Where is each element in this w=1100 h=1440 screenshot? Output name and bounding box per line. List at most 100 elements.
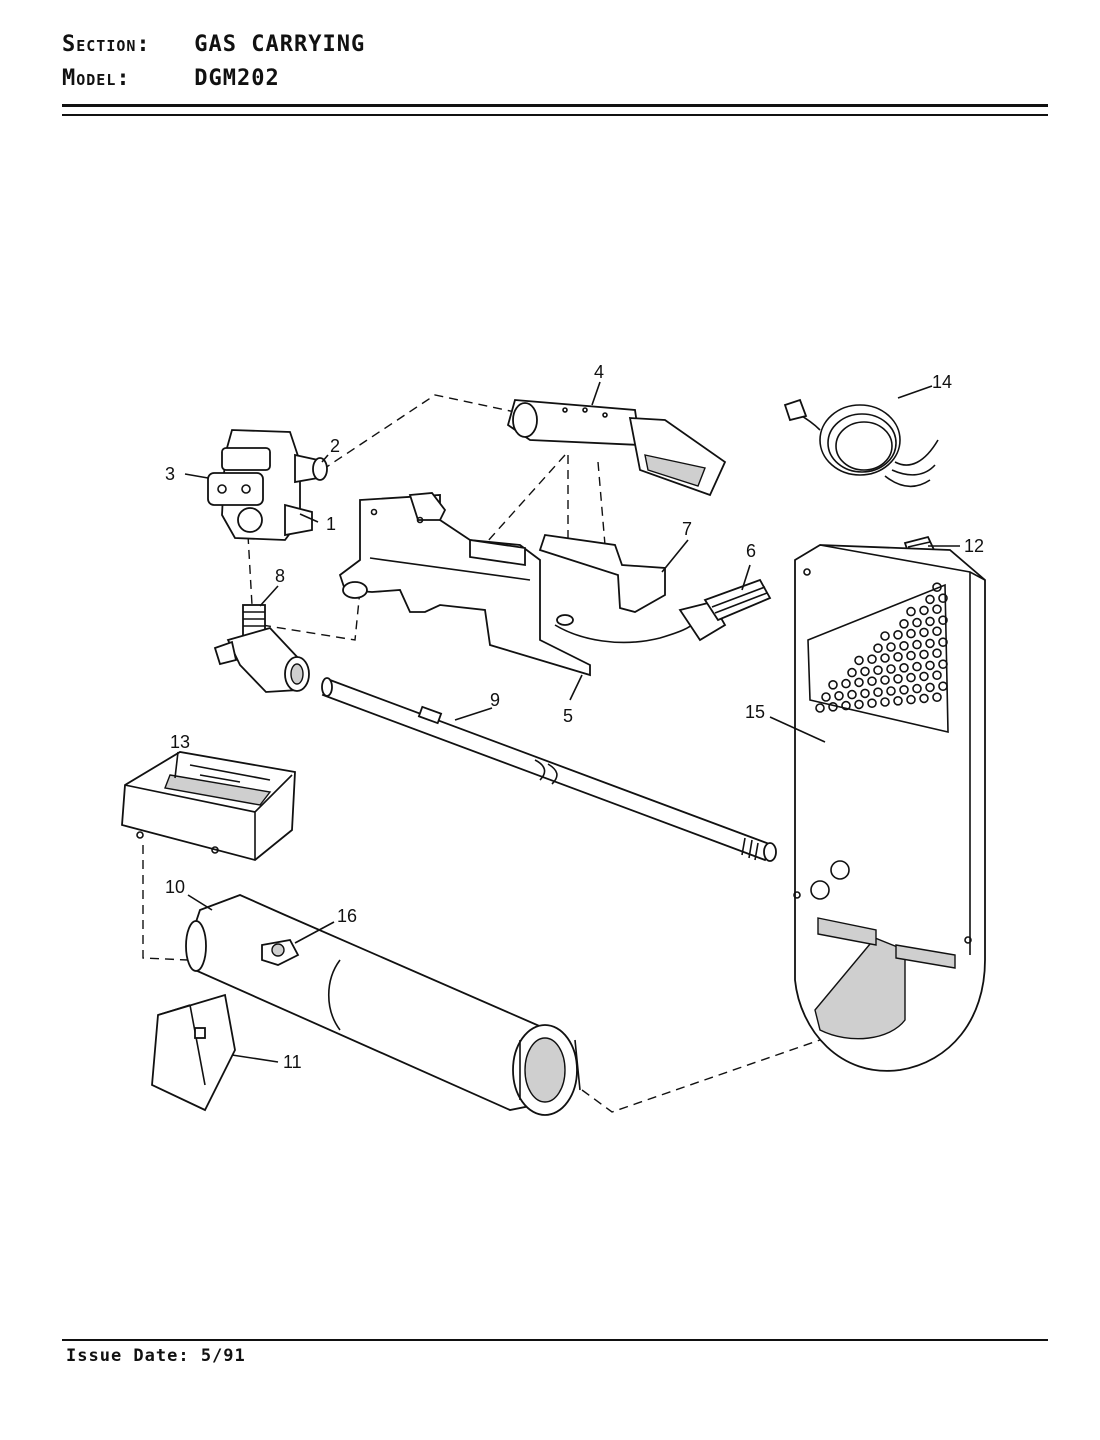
perforation-hole [886,686,896,696]
callout-9: 9 [490,690,500,710]
perforation-hole [880,697,890,707]
assembly-dash-lines [142,394,821,1113]
callout-3: 3 [165,464,175,484]
perforation-hole [886,642,896,652]
perforation-hole [906,672,916,683]
perforation-hole [880,675,890,685]
section-value: GAS CARRYING [194,32,366,57]
perforation-hole [919,649,929,660]
callout-2: 2 [330,436,340,456]
perforation-hole [925,616,935,627]
model-line: Model: DGM202 [62,66,280,91]
callout-11: 11 [283,1052,302,1072]
header-rule-top [62,104,1048,107]
perforation-hole [834,690,844,701]
perforation-hole [873,687,883,698]
burner-orifice-fitting [213,604,310,693]
perforation-hole [841,700,851,711]
section-label: Section: [62,32,151,57]
perforation-hole [880,653,890,663]
callout-5: 5 [563,706,573,726]
perforation-hole [938,615,948,626]
perforation-hole [893,673,903,684]
igniter-plate [538,534,666,613]
perforation-hole [919,693,929,704]
perforation-hole [912,639,922,650]
perforation-hole [925,660,935,671]
perforation-hole [912,683,922,694]
power-cord [783,398,939,488]
perforation-hole [893,629,903,640]
perforation-hole [860,688,870,699]
perforation-hole [841,678,851,689]
perforation-hole [932,604,942,615]
gas-valve [207,429,328,541]
burner-tube [321,677,777,862]
perforation-hole [925,682,935,693]
footer-rule [62,1339,1048,1341]
perforation-hole [899,640,909,651]
perforation-hole [906,606,916,617]
perforation-hole [860,666,870,677]
perforation-hole [880,631,890,641]
perforation-hole [847,667,857,678]
perforation-hole [919,671,929,682]
perforation-hole [847,689,857,700]
perforation-hole [893,651,903,662]
perforation-hole [821,692,831,702]
model-value: DGM202 [194,66,280,91]
perforation-hole [867,698,877,709]
combustion-chamber [185,894,581,1116]
callout-1: 1 [326,514,336,534]
perforation-hole [938,681,948,692]
callout-labels: 1 2 3 4 5 6 7 8 9 10 11 12 13 14 15 16 [165,362,984,1072]
perforation-hole [815,703,825,713]
callout-14: 14 [932,372,952,392]
perforation-hole [932,670,942,681]
header-rule-bottom [62,114,1048,116]
chamber-support [151,993,236,1112]
perforation-hole [899,662,909,673]
callout-8: 8 [275,566,285,586]
igniter [554,578,772,644]
perforation-hole [873,665,883,676]
perforation-hole [919,605,929,616]
perforation-hole [854,699,864,710]
callout-4: 4 [594,362,604,382]
perforation-hole [938,593,948,604]
perforation-hole [899,684,909,695]
perforation-hole [919,627,929,638]
perforation-hole [906,628,916,639]
callout-15: 15 [745,702,765,722]
callout-6: 6 [746,541,756,561]
perforation-hole [932,582,942,593]
perforation-hole [932,648,942,659]
perforation-hole [932,692,942,703]
perforation-hole [906,694,916,705]
perforation-hole [854,655,864,666]
model-label: Model: [62,66,131,91]
leader-lines [174,381,960,1063]
callout-12: 12 [964,536,984,556]
igniter-shield [506,399,727,497]
perforation-hole [906,650,916,661]
perforation-hole [912,617,922,628]
callout-7: 7 [682,519,692,539]
perforation-hole [867,654,877,665]
perforation-hole [938,659,948,670]
perforation-hole [893,695,903,706]
flame-sensor [121,751,296,861]
perforation-hole [899,618,909,629]
perforation-hole [828,701,838,712]
burner-bracket [338,492,591,677]
perforation-hole [938,637,948,648]
perforation-hole [886,664,896,674]
callout-16: 16 [337,906,357,926]
callout-13: 13 [170,732,190,752]
perforation-hole [925,594,935,605]
perforation-hole [828,679,838,690]
issue-date: Issue Date: 5/91 [66,1346,246,1366]
perforation-grid [815,582,948,713]
perforation-hole [925,638,935,649]
